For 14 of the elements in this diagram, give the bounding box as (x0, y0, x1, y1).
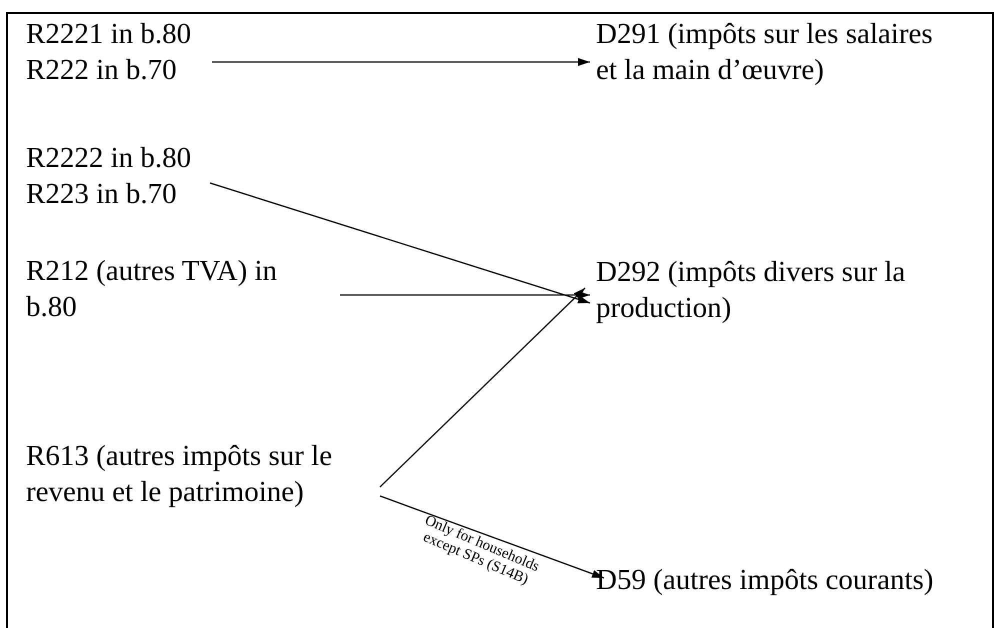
node-text: R613 (autres impôts sur le revenu et le patrimoine) (26, 439, 334, 510)
node-text: D292 (impôts divers sur la production) (596, 255, 906, 326)
arrow (212, 58, 590, 66)
node-text: R2221 in b.80 (26, 17, 192, 52)
node-text: R2222 in b.80 (26, 141, 192, 176)
arrow (380, 288, 586, 488)
node-text: D59 (autres impôts courants) (596, 563, 934, 598)
node-text: R222 in b.70 (26, 53, 177, 88)
arrow (380, 495, 604, 579)
node-text: R223 in b.70 (26, 177, 177, 212)
node-text: D291 (impôts sur les salaires et la main d’œuvre) (596, 17, 934, 88)
arrow (340, 291, 590, 299)
node-text: R212 (autres TVA) in b.80 (26, 254, 278, 325)
arrow (210, 182, 590, 304)
